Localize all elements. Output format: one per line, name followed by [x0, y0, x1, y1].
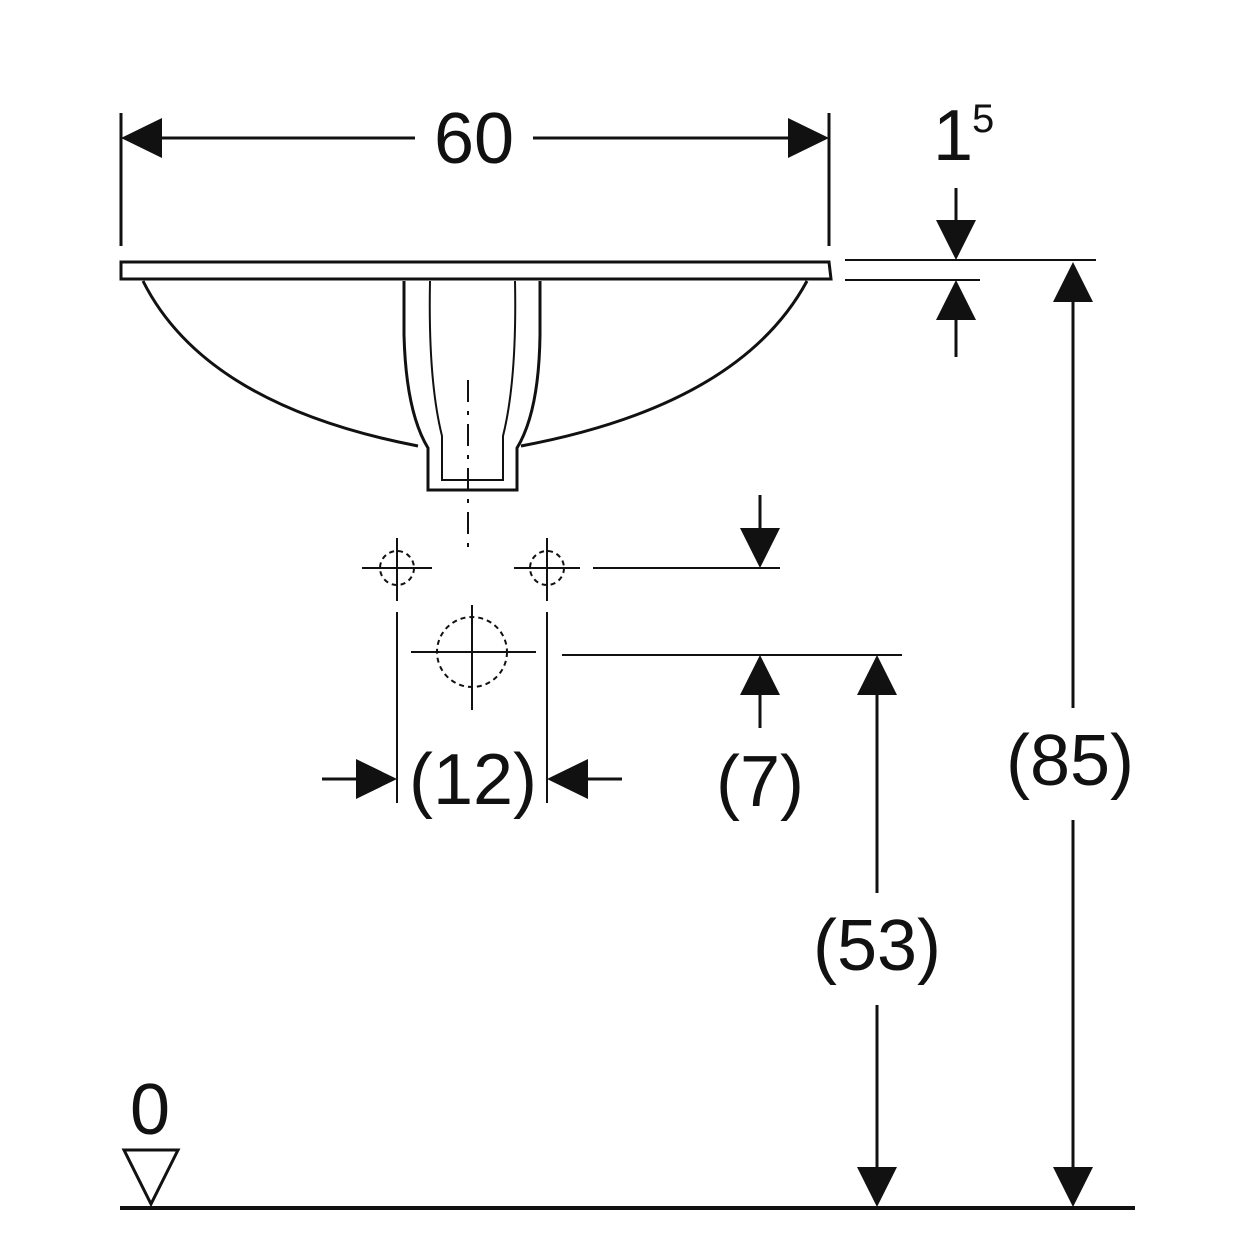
drain-height-arrowhead-up [857, 655, 897, 695]
tap-offset-arrowhead-down [740, 528, 780, 568]
drain-hole [411, 605, 536, 710]
rim-thickness-dimension: 1 5 [845, 96, 1096, 357]
rim-arrowhead-up [936, 280, 976, 320]
rim-arrowhead-down [936, 220, 976, 260]
width-dimension: 60 [119, 99, 831, 246]
drain-height-label: (53) [813, 906, 941, 986]
basin-bowl-left [141, 280, 419, 448]
tap-hole-right [514, 538, 580, 601]
drain-height-dimension: (53) [813, 655, 941, 1207]
floor-level-triangle-icon [121, 1148, 181, 1208]
floor-reference-label: 0 [130, 1070, 170, 1150]
rim-thickness-label: 1 [933, 96, 973, 176]
tap-spacing-dimension: (12) [322, 612, 622, 820]
arrowhead-left [121, 118, 162, 158]
rim-height-label: (85) [1006, 721, 1134, 801]
rim-height-dimension: (85) [1006, 262, 1134, 1207]
tap-hole-left [362, 538, 432, 601]
tap-spacing-arrowhead-left [356, 759, 397, 799]
tap-spacing-arrowhead-right [547, 759, 588, 799]
tap-spacing-label: (12) [409, 740, 537, 820]
arrowhead-right [788, 118, 829, 158]
rim-height-arrowhead-up [1053, 262, 1093, 302]
basin-rim [119, 260, 833, 281]
tap-offset-label: (7) [716, 742, 804, 822]
floor-reference: 0 [120, 1070, 1135, 1210]
basin-bowl-right [520, 280, 809, 448]
basin-pedestal-outline [402, 281, 542, 492]
drain-height-arrowhead-down [857, 1167, 897, 1207]
basin-pedestal-inner [428, 280, 517, 481]
tap-offset-arrowhead-up [740, 655, 780, 695]
rim-height-arrowhead-down [1053, 1167, 1093, 1207]
rim-thickness-superscript: 5 [972, 97, 994, 141]
basin [119, 260, 833, 555]
width-label: 60 [434, 99, 514, 179]
tap-offset-dimension: (7) [562, 495, 902, 822]
